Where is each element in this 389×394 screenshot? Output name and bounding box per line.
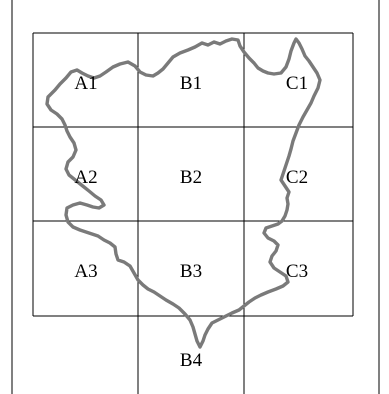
- cell-label-b2: B2: [180, 167, 202, 188]
- cell-label-b4: B4: [180, 350, 203, 371]
- page-frame: [11, 0, 380, 394]
- cell-label-a2: A2: [74, 167, 97, 188]
- cell-label-c1: C1: [286, 73, 308, 94]
- cell-label-a3: A3: [74, 261, 97, 282]
- cell-label-b3: B3: [180, 261, 202, 282]
- cell-label-c3: C3: [286, 261, 308, 282]
- grid-lines: [32, 32, 354, 394]
- cell-label-b1: B1: [180, 73, 202, 94]
- cell-label-c2: C2: [286, 167, 308, 188]
- cell-label-a1: A1: [74, 73, 97, 94]
- region-boundary: [45, 37, 322, 349]
- grid-labels: A1 B1 C1 A2 B2 C2 A3 B3 C3 B4: [74, 73, 308, 371]
